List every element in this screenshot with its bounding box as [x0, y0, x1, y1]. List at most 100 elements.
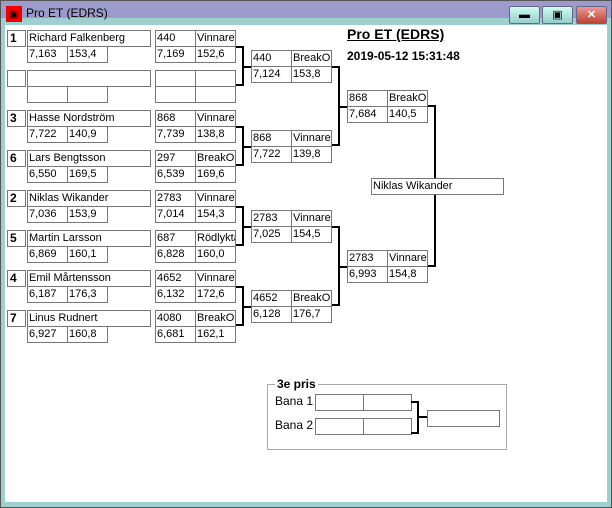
elapsed-time-field[interactable]: 172,6 — [195, 286, 236, 303]
result-field[interactable]: BreakOut — [195, 150, 236, 167]
seed-box[interactable]: 7 — [7, 310, 26, 327]
close-icon: ✕ — [586, 9, 597, 21]
car-number-field[interactable]: 4652 — [155, 270, 196, 287]
car-number-field[interactable]: 868 — [347, 90, 388, 107]
elapsed-time-field[interactable]: 153,9 — [67, 206, 108, 223]
result-field[interactable]: Vinnare — [195, 30, 236, 47]
car-number-field[interactable]: 2783 — [251, 210, 292, 227]
elapsed-time-field[interactable]: 169,5 — [67, 166, 108, 183]
reaction-time-field[interactable]: 6,550 — [27, 166, 68, 183]
car-number-field[interactable]: 868 — [155, 110, 196, 127]
elapsed-time-field[interactable]: 154,3 — [195, 206, 236, 223]
driver-name-field[interactable]: Lars Bengtsson — [27, 150, 151, 167]
reaction-time-field[interactable] — [155, 86, 196, 103]
seed-box[interactable]: 3 — [7, 110, 26, 127]
close-button[interactable]: ✕ — [576, 6, 607, 24]
elapsed-time-field[interactable]: 154,5 — [291, 226, 332, 243]
reaction-time-field[interactable]: 7,036 — [27, 206, 68, 223]
reaction-time-field[interactable]: 6,828 — [155, 246, 196, 263]
seed-box[interactable]: 6 — [7, 150, 26, 167]
reaction-time-field[interactable]: 6,187 — [27, 286, 68, 303]
elapsed-time-field[interactable] — [67, 86, 108, 103]
car-number-field[interactable]: 2783 — [155, 190, 196, 207]
reaction-time-field[interactable]: 6,993 — [347, 266, 388, 283]
car-number-field[interactable]: 2783 — [347, 250, 388, 267]
seed-box[interactable] — [7, 70, 26, 87]
elapsed-time-field[interactable]: 162,1 — [195, 326, 236, 343]
driver-name-field[interactable]: Hasse Nordström — [27, 110, 151, 127]
elapsed-time-field[interactable] — [195, 86, 236, 103]
reaction-time-field[interactable]: 6,681 — [155, 326, 196, 343]
result-field[interactable]: Vinnare — [291, 210, 332, 227]
result-field[interactable]: Vinnare — [387, 250, 428, 267]
car-number-field[interactable]: 4080 — [155, 310, 196, 327]
elapsed-time-field[interactable]: 160,8 — [67, 326, 108, 343]
elapsed-time-field[interactable]: 152,6 — [195, 46, 236, 63]
result-field[interactable]: Vinnare — [195, 270, 236, 287]
car-number-field[interactable]: 4652 — [251, 290, 292, 307]
bracket-connector — [332, 304, 340, 306]
elapsed-time-field[interactable]: 169,6 — [195, 166, 236, 183]
elapsed-time-field[interactable]: 160,1 — [67, 246, 108, 263]
result-field[interactable]: Vinnare — [291, 130, 332, 147]
elapsed-time-field[interactable]: 153,8 — [291, 66, 332, 83]
driver-name-field[interactable] — [27, 70, 151, 87]
maximize-icon: ▣ — [552, 9, 563, 21]
reaction-time-field[interactable]: 6,132 — [155, 286, 196, 303]
result-field[interactable]: Vinnare — [195, 110, 236, 127]
seed-box[interactable]: 4 — [7, 270, 26, 287]
reaction-time-field[interactable]: 7,025 — [251, 226, 292, 243]
driver-name-field[interactable]: Martin Larsson — [27, 230, 151, 247]
bracket-connector — [236, 46, 244, 48]
elapsed-time-field[interactable]: 140,9 — [67, 126, 108, 143]
elapsed-time-field[interactable]: 176,7 — [291, 306, 332, 323]
reaction-time-field[interactable]: 7,163 — [27, 46, 68, 63]
elapsed-time-field[interactable]: 160,0 — [195, 246, 236, 263]
elapsed-time-field[interactable]: 140,5 — [387, 106, 428, 123]
elapsed-time-field[interactable]: 176,3 — [67, 286, 108, 303]
title-bar[interactable] — [1, 1, 611, 18]
reaction-time-field[interactable]: 7,124 — [251, 66, 292, 83]
car-number-field[interactable] — [155, 70, 196, 87]
result-field[interactable]: BreakOut — [387, 90, 428, 107]
car-number-field[interactable]: 687 — [155, 230, 196, 247]
seed-box[interactable]: 2 — [7, 190, 26, 207]
car-number-field[interactable]: 440 — [155, 30, 196, 47]
reaction-time-field[interactable]: 7,684 — [347, 106, 388, 123]
elapsed-time-field[interactable]: 154,8 — [387, 266, 428, 283]
driver-name-field[interactable]: Linus Rudnert — [27, 310, 151, 327]
driver-name-field[interactable]: Niklas Wikander — [27, 190, 151, 207]
result-field[interactable]: Rödlykta — [195, 230, 236, 247]
reaction-time-field[interactable]: 7,722 — [27, 126, 68, 143]
lane2-speed-field[interactable] — [363, 418, 412, 435]
car-number-field[interactable]: 868 — [251, 130, 292, 147]
reaction-time-field[interactable]: 7,722 — [251, 146, 292, 163]
reaction-time-field[interactable] — [27, 86, 68, 103]
result-field[interactable]: BreakOut — [291, 290, 332, 307]
elapsed-time-field[interactable]: 139,8 — [291, 146, 332, 163]
bracket-connector — [428, 105, 436, 107]
reaction-time-field[interactable]: 7,014 — [155, 206, 196, 223]
reaction-time-field[interactable]: 6,128 — [251, 306, 292, 323]
reaction-time-field[interactable]: 6,869 — [27, 246, 68, 263]
seed-box[interactable]: 5 — [7, 230, 26, 247]
driver-name-field[interactable]: Emil Mårtensson — [27, 270, 151, 287]
result-field[interactable]: BreakOut — [291, 50, 332, 67]
driver-name-field[interactable]: Richard Falkenberg — [27, 30, 151, 47]
result-field[interactable]: Vinnare — [195, 190, 236, 207]
seed-box[interactable]: 1 — [7, 30, 26, 47]
winner-field[interactable]: Niklas Wikander — [371, 178, 504, 195]
elapsed-time-field[interactable]: 138,8 — [195, 126, 236, 143]
result-field[interactable]: BreakOut — [195, 310, 236, 327]
reaction-time-field[interactable]: 6,539 — [155, 166, 196, 183]
reaction-time-field[interactable]: 7,739 — [155, 126, 196, 143]
car-number-field[interactable]: 297 — [155, 150, 196, 167]
result-field[interactable] — [195, 70, 236, 87]
car-number-field[interactable]: 440 — [251, 50, 292, 67]
maximize-button[interactable]: ▣ — [542, 6, 573, 24]
reaction-time-field[interactable]: 7,169 — [155, 46, 196, 63]
minimize-button[interactable]: ▬ — [509, 6, 540, 24]
reaction-time-field[interactable]: 6,927 — [27, 326, 68, 343]
third-place-result-field[interactable] — [427, 410, 500, 427]
elapsed-time-field[interactable]: 153,4 — [67, 46, 108, 63]
